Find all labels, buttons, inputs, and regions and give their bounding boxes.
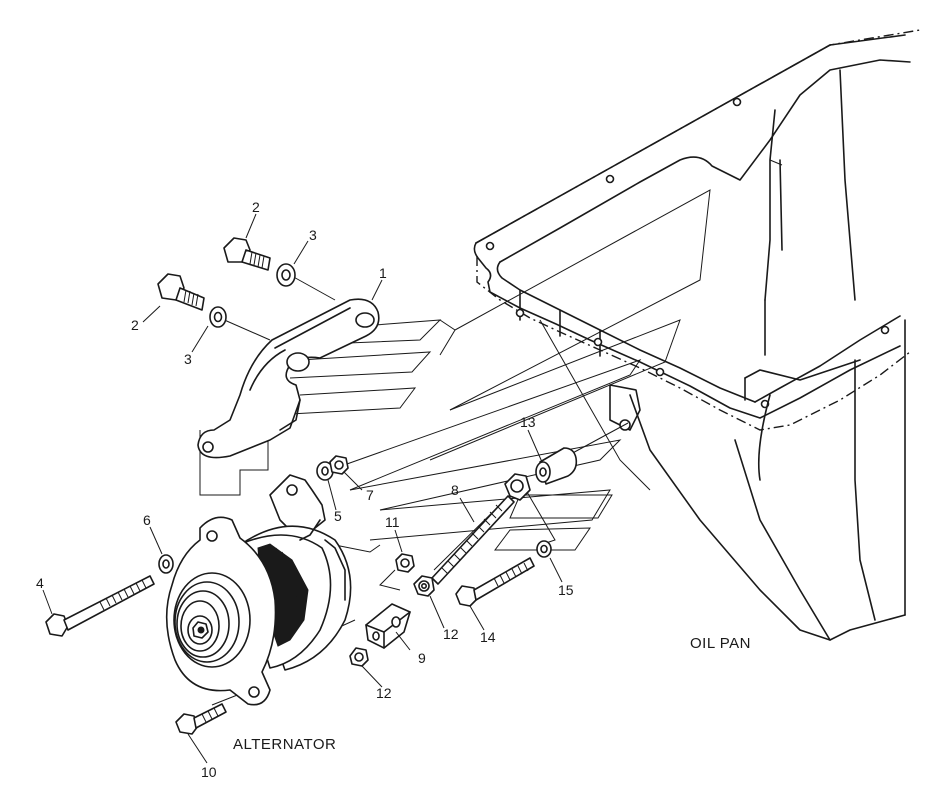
callout-13: 13 [520,414,536,430]
oil-pan [473,29,921,641]
washer-6 [158,554,174,574]
callout-4: 4 [36,575,44,591]
stud-8 [431,473,531,585]
callout-12-upper: 12 [443,626,459,642]
callout-6: 6 [143,512,151,528]
sleeve-13 [535,447,578,485]
nut-12-lower [349,647,369,667]
callout-11: 11 [385,514,400,530]
washer-3-lower [209,306,227,328]
callout-10: 10 [201,764,217,780]
callout-9: 9 [418,650,426,666]
callout-7: 7 [366,487,374,503]
leader-lines [42,213,563,764]
oil-pan-label: OIL PAN [690,635,751,652]
nut-11 [395,553,415,573]
alternator-bracket [197,298,380,459]
callout-14: 14 [480,629,496,645]
callout-3-upper: 3 [309,227,317,243]
washer-3-upper [276,263,296,287]
bolt-4 [45,575,155,637]
spacer-block-9 [365,603,411,649]
callout-2-upper: 2 [252,199,260,215]
callout-3-lower: 3 [184,351,192,367]
alternator [165,474,352,706]
bolt-2-upper [223,237,271,271]
washer-15 [536,540,552,558]
callout-8: 8 [451,482,459,498]
callout-15: 15 [558,582,574,598]
alternator-label: ALTERNATOR [233,736,336,753]
callout-numbers: 1 2 2 3 3 4 5 6 7 8 9 10 11 12 12 13 14 … [36,199,574,780]
callout-1: 1 [379,265,387,281]
bolt-10 [175,703,227,735]
nut-12-upper [413,575,435,597]
callout-2-lower: 2 [131,317,139,333]
bolt-14 [455,557,535,607]
nut-7 [329,455,349,475]
callout-12-lower: 12 [376,685,392,701]
callout-5: 5 [334,508,342,524]
bolt-2-lower [157,273,205,311]
